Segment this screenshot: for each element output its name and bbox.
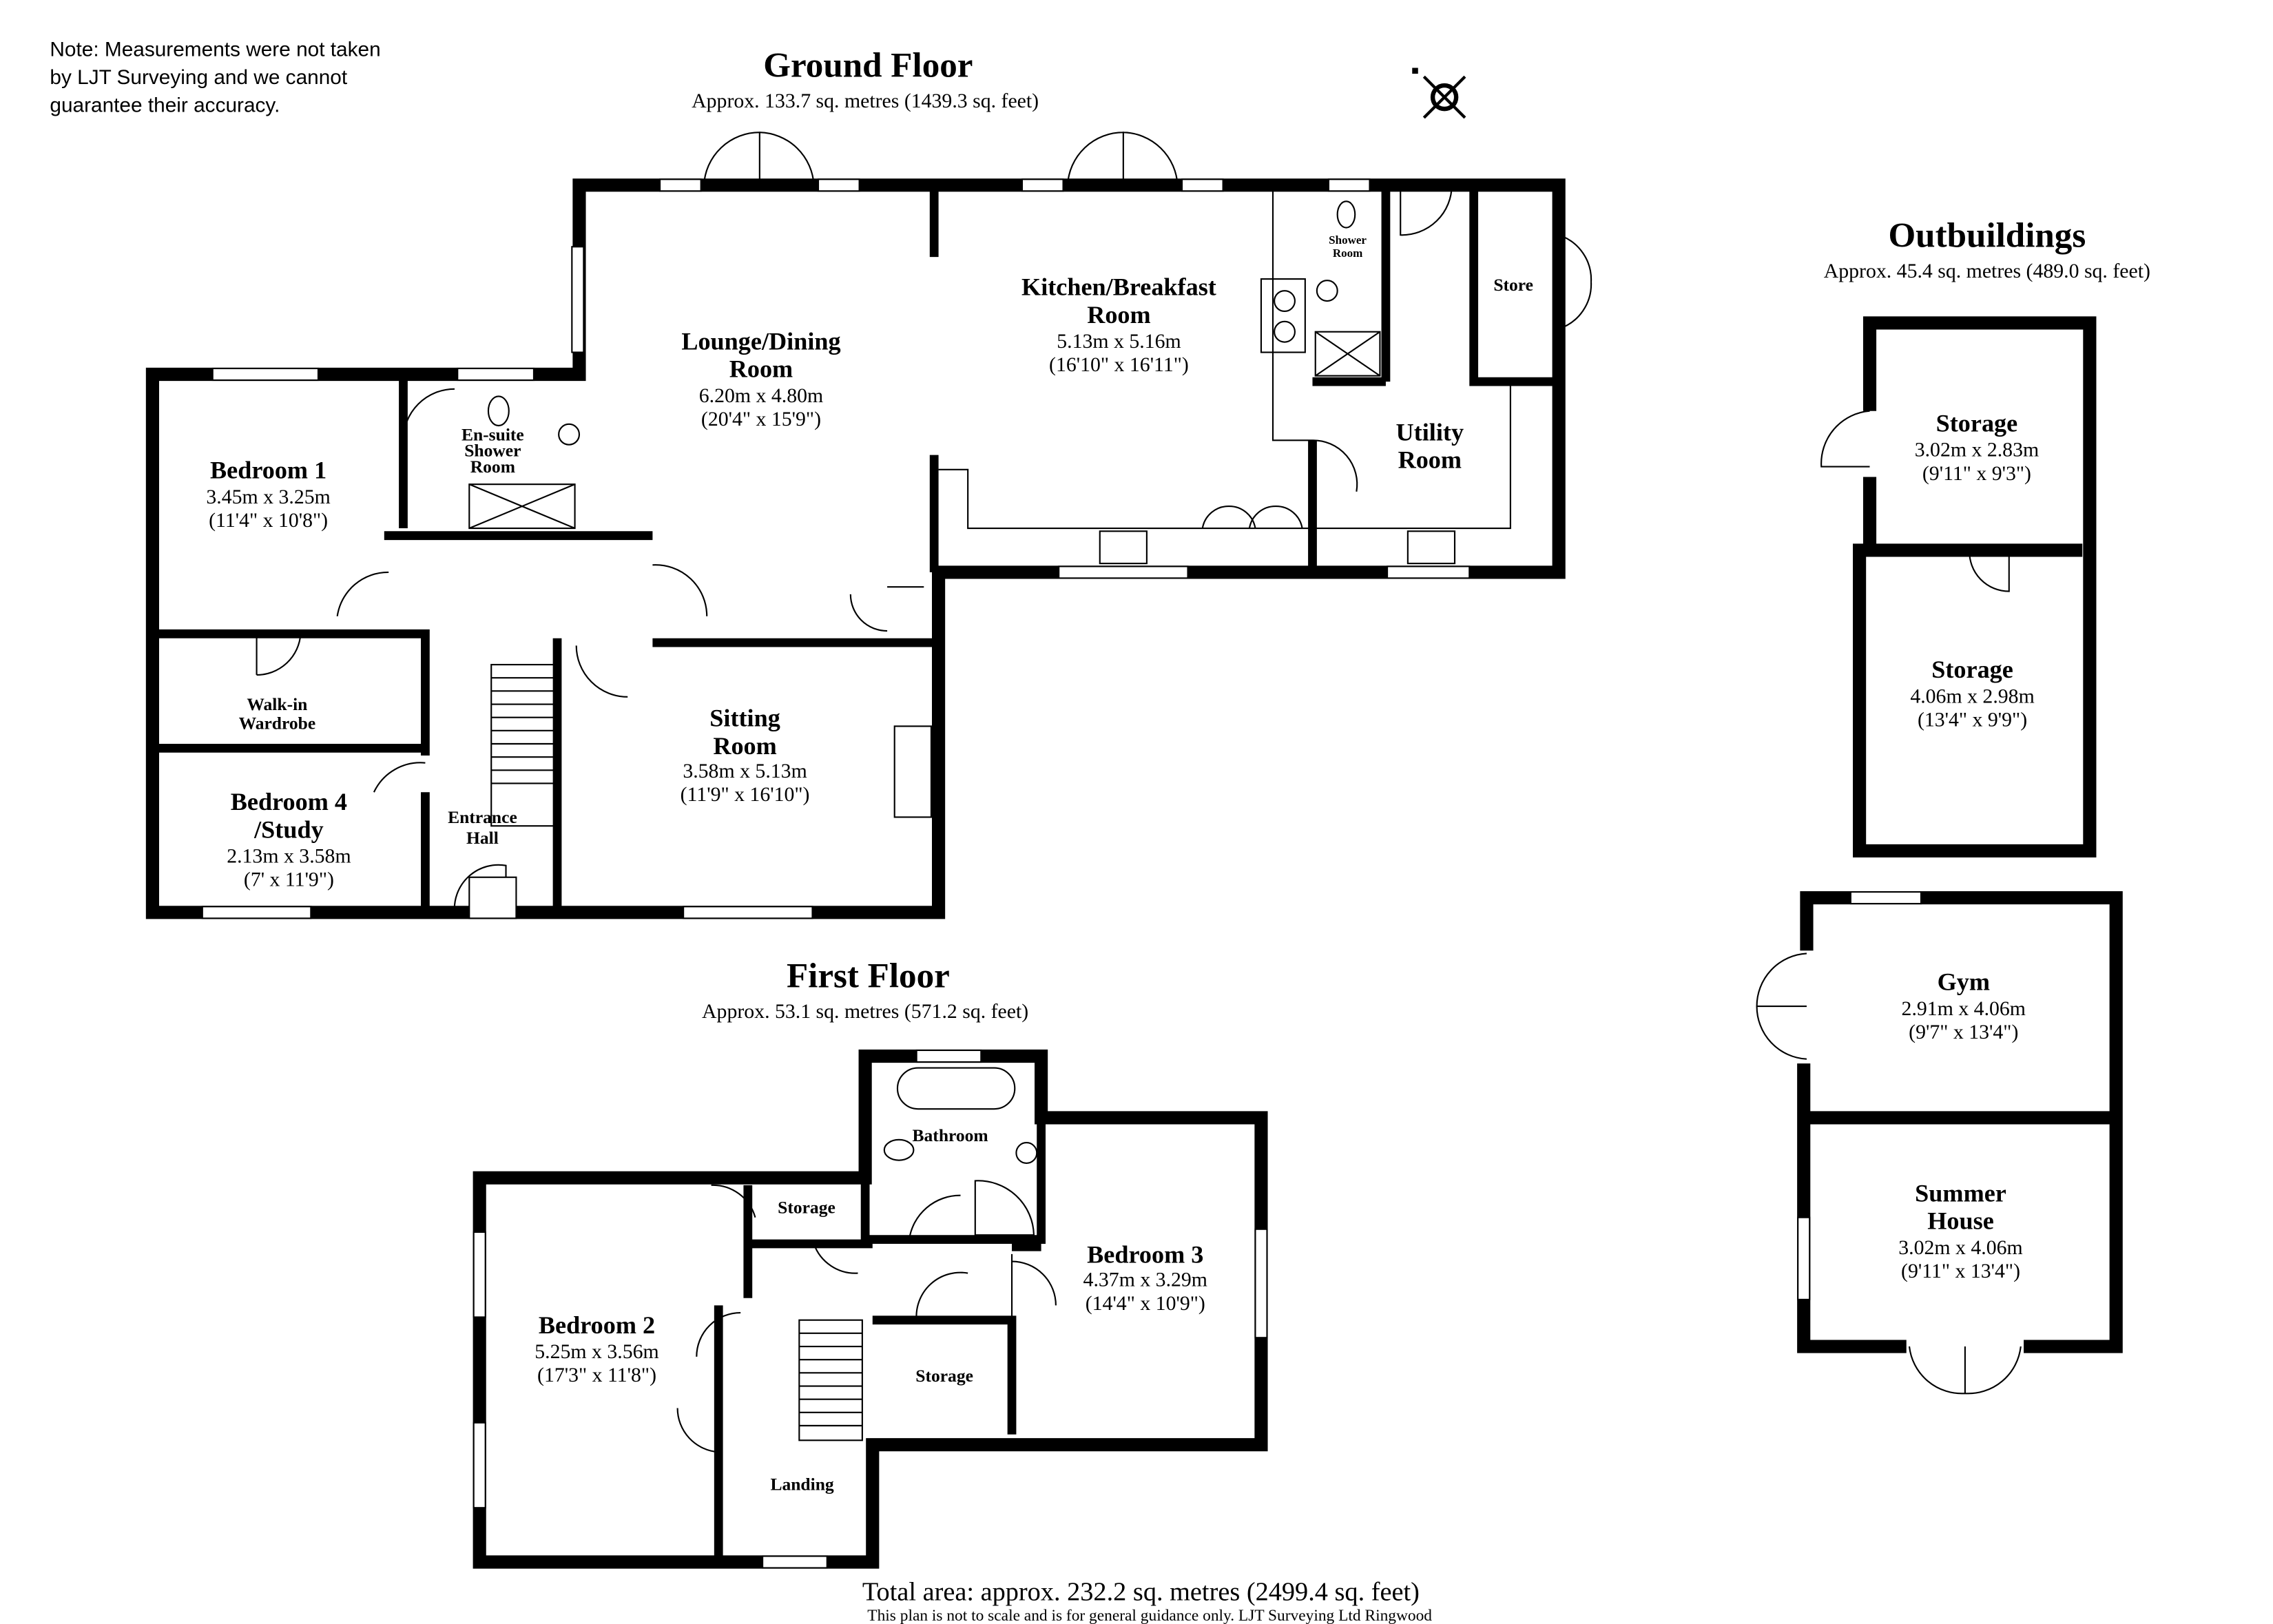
room-bedroom-4: Bedroom 4 /Study 2.13m x 3.58m (7' x 11'… [227,788,351,891]
compass-icon [1412,67,1466,119]
room-landing: Landing [770,1475,833,1495]
doors [676,1184,1057,1453]
room-name: House [1927,1207,1994,1235]
room-dimensions-metric: 6.20m x 4.80m [699,384,823,407]
room-storage: Storage [778,1197,835,1217]
room-dimensions-metric: 3.45m x 3.25m [206,486,330,508]
room-name: Room [729,355,793,383]
room-name: /Study [253,815,324,843]
room-dimensions-metric: 2.13m x 3.58m [227,844,351,867]
room-dimensions-metric: 3.02m x 4.06m [1898,1236,2022,1259]
room-name: Room [713,732,776,760]
room-lounge-dining: Lounge/Dining Room 6.20m x 4.80m (20'4" … [681,327,840,430]
room-name: Bedroom 2 [539,1311,655,1339]
room-bedroom-2: Bedroom 2 5.25m x 3.56m (17'3" x 11'8") [534,1311,658,1386]
room-name: Sitting [709,704,780,731]
room-utility: Utility Room [1396,418,1464,473]
room-name: Storage [1931,656,2013,683]
room-name: Shower [464,441,521,461]
room-name: Storage [1936,410,2018,437]
room-bedroom-3: Bedroom 3 4.37m x 3.29m (14'4" x 10'9") [1083,1241,1207,1315]
room-storage-upper: Storage 3.02m x 2.83m (9'11" x 9'3") [1915,410,2039,485]
room-dimensions-imperial: (9'11" x 9'3") [1922,462,2031,485]
room-dimensions-metric: 3.58m x 5.13m [683,760,807,782]
room-name: Wardrobe [239,714,316,733]
room-dimensions-metric: 3.02m x 2.83m [1915,439,2039,461]
ground-floor-title: Ground Floor [763,45,973,85]
ground-floor-area: Approx. 133.7 sq. metres (1439.3 sq. fee… [692,90,1039,112]
room-name: Room [1333,247,1362,260]
room-dimensions-imperial: (7' x 11'9") [244,868,334,891]
room-store: Store [1493,275,1533,295]
room-dimensions-imperial: (17'3" x 11'8") [537,1364,656,1386]
room-name: Entrance [448,807,517,827]
fixtures [798,1067,1038,1441]
note-line: Note: Measurements were not taken [50,38,380,61]
disclaimer: This plan is not to scale and is for gen… [867,1607,1432,1624]
room-name: Summer [1915,1179,2006,1207]
room-dimensions-imperial: (14'4" x 10'9") [1086,1292,1205,1315]
room-name: Room [1087,301,1150,329]
room-name: Bedroom 4 [231,788,347,815]
room-name: Shower [1329,233,1367,247]
outbuildings-title: Outbuildings [1888,216,2086,255]
room-dimensions-metric: 5.13m x 5.16m [1057,330,1181,353]
room-dimensions-imperial: (11'9" x 16'10") [681,783,810,806]
room-gym: Gym 2.91m x 4.06m (9'7" x 13'4") [1902,968,2026,1043]
room-name: Lounge/Dining [681,327,840,355]
room-bathroom: Bathroom [913,1125,988,1145]
room-storage: Storage [915,1366,973,1386]
room-name: Kitchen/Breakfast [1021,273,1216,301]
room-en-suite: En-suite Shower Room [461,424,524,477]
room-kitchen-breakfast: Kitchen/Breakfast Room 5.13m x 5.16m (16… [1021,273,1216,377]
room-bedroom-1: Bedroom 1 3.45m x 3.25m (11'4" x 10'8") [206,457,330,532]
room-dimensions-imperial: (9'11" x 13'4") [1901,1260,2020,1282]
room-dimensions-imperial: (11'4" x 10'8") [209,509,328,532]
first-floor-title: First Floor [787,956,950,995]
room-name: Room [470,457,515,477]
outbuildings: Outbuildings Approx. 45.4 sq. metres (48… [1756,216,2150,1395]
outbuildings-area: Approx. 45.4 sq. metres (489.0 sq. feet) [1824,260,2150,282]
room-name: Bedroom 3 [1087,1241,1203,1269]
room-name: Gym [1938,968,1990,996]
room-dimensions-imperial: (16'10" x 16'11") [1049,353,1189,376]
note-line: by LJT Surveying and we cannot [50,66,347,89]
interior-walls [152,185,1559,913]
first-floor-area: Approx. 53.1 sq. metres (571.2 sq. feet) [702,1000,1028,1023]
room-dimensions-imperial: (9'7" x 13'4") [1909,1021,2018,1043]
room-storage-lower: Storage 4.06m x 2.98m (13'4" x 9'9") [1910,656,2034,731]
room-dimensions-metric: 4.06m x 2.98m [1910,685,2034,707]
measurement-note: Note: Measurements were not taken by LJT… [50,38,380,116]
storage-building-outline [1853,316,2097,857]
room-name: En-suite [461,424,524,444]
first-floor: First Floor Approx. 53.1 sq. metres (571… [473,956,1268,1569]
gym-summer-house-outline [1797,891,2123,1353]
room-shower: Shower Room [1329,233,1367,260]
ground-floor: Ground Floor Approx. 133.7 sq. metres (1… [145,45,1592,919]
windows [473,1049,1268,1569]
interior-walls [714,1056,1046,1558]
room-dimensions-metric: 4.37m x 3.29m [1083,1269,1207,1291]
room-summer-house: Summer House 3.02m x 4.06m (9'11" x 13'4… [1898,1179,2022,1282]
room-name: Hall [466,828,499,848]
room-dimensions-metric: 5.25m x 3.56m [534,1340,658,1363]
room-walk-in-wardrobe: Walk-in Wardrobe [239,694,316,733]
room-dimensions-metric: 2.91m x 4.06m [1902,997,2026,1020]
fixtures [468,200,1456,827]
doors [256,132,1592,919]
room-name: Utility [1396,418,1464,446]
room-entrance-hall: Entrance Hall [448,807,517,848]
room-name: Walk-in [247,694,307,714]
room-name: Room [1398,446,1462,474]
ground-floor-outline [145,178,1566,919]
total-area: Total area: approx. 232.2 sq. metres (24… [862,1577,1420,1606]
room-dimensions-imperial: (20'4" x 15'9") [701,408,821,430]
room-name: Bedroom 1 [210,457,326,484]
staircase [490,663,555,827]
room-dimensions-imperial: (13'4" x 9'9") [1918,708,2027,731]
room-sitting: Sitting Room 3.58m x 5.13m (11'9" x 16'1… [681,704,810,806]
staircase [798,1319,863,1441]
windows [201,178,1471,919]
note-line: guarantee their accuracy. [50,94,280,116]
